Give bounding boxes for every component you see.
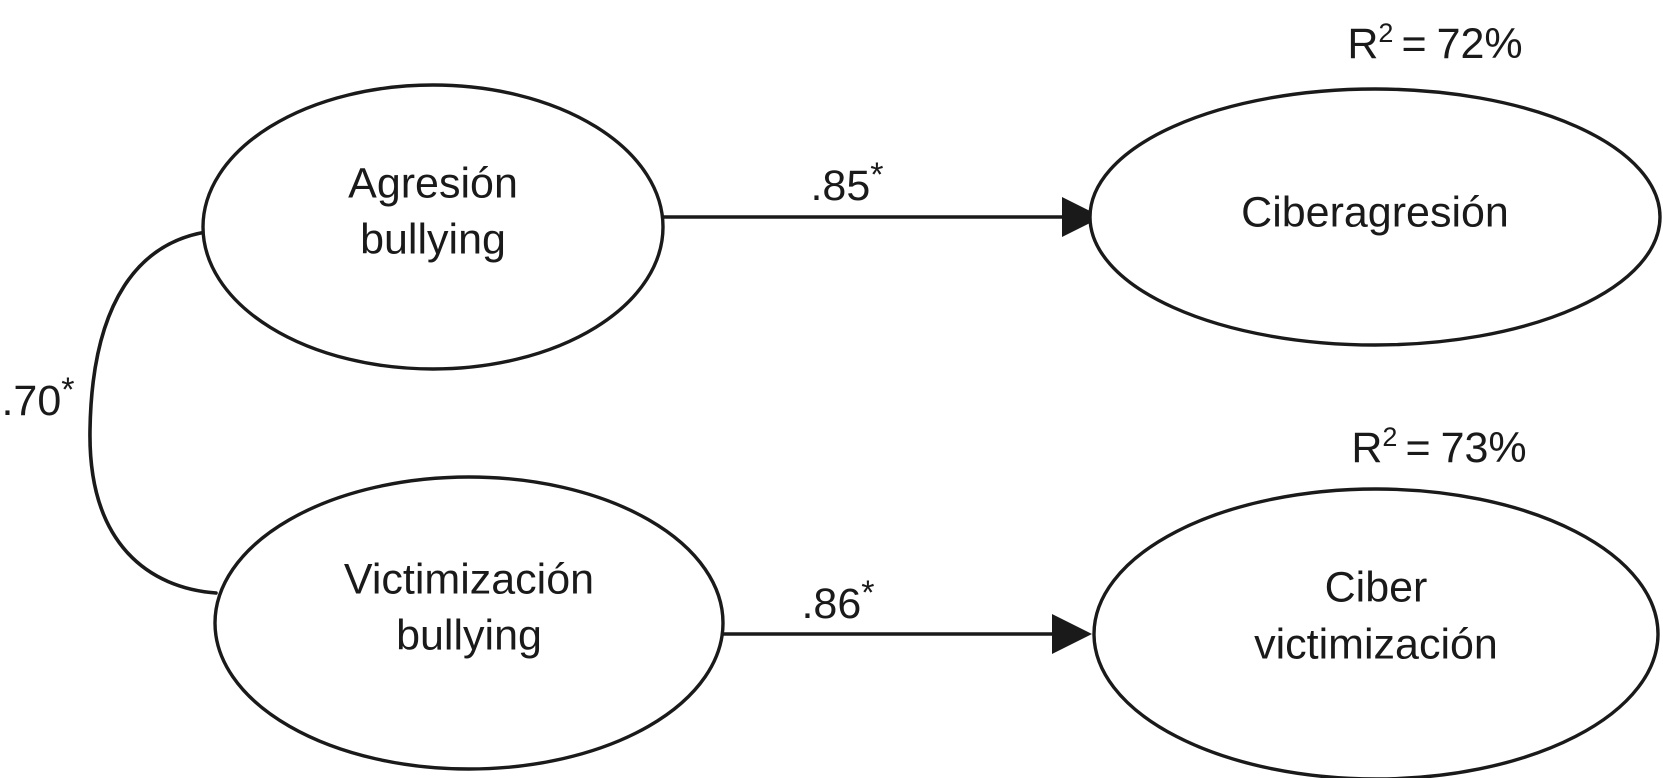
r2-symbol-ciberagresion: R bbox=[1347, 20, 1378, 68]
coefficient-label-agresion-to-ciberagresion: .85* bbox=[810, 156, 883, 210]
node-label-victimizacion-bullying-line1: Victimización bbox=[344, 555, 594, 603]
node-cibervictimizacion[interactable] bbox=[1092, 487, 1660, 778]
coefficient-label-correlation: .70* bbox=[1, 371, 74, 425]
r2-equals-cibervictimizacion: = bbox=[1405, 424, 1430, 472]
r2-value-ciberagresion: 72% bbox=[1437, 20, 1523, 68]
r2-label-ciberagresion: R2 =72% bbox=[1347, 18, 1522, 68]
correlation-arc-agresion-victimizacion bbox=[88, 230, 218, 595]
significance-star-070: * bbox=[61, 371, 74, 409]
significance-star-086: * bbox=[861, 574, 874, 612]
arrow-head-cibervictimizacion bbox=[1052, 614, 1092, 654]
node-label-agresion-bullying-line2: bullying bbox=[360, 215, 506, 263]
r2-exponent-ciberagresion: 2 bbox=[1378, 18, 1393, 48]
r2-exponent-cibervictimizacion: 2 bbox=[1382, 422, 1397, 452]
coefficient-label-victimizacion-to-cibervictimizacion: .86* bbox=[801, 574, 874, 628]
node-label-victimizacion-bullying-line2: bullying bbox=[396, 611, 542, 659]
r2-label-cibervictimizacion: R2 =73% bbox=[1351, 422, 1526, 472]
coefficient-value-085: .85 bbox=[810, 162, 870, 210]
arrow-head-ciberagresion bbox=[1062, 197, 1102, 237]
r2-value-cibervictimizacion: 73% bbox=[1441, 424, 1527, 472]
node-agresion-bullying[interactable] bbox=[201, 83, 665, 371]
node-label-ciberagresion: Ciberagresión bbox=[1241, 188, 1509, 236]
coefficient-value-086: .86 bbox=[801, 580, 861, 628]
r2-symbol-cibervictimizacion: R bbox=[1351, 424, 1382, 472]
r2-equals-ciberagresion: = bbox=[1401, 20, 1426, 68]
node-victimizacion-bullying[interactable] bbox=[213, 475, 725, 771]
node-ciberagresion[interactable] bbox=[1088, 87, 1662, 347]
significance-star-085: * bbox=[870, 156, 883, 194]
node-label-agresion-bullying-line1: Agresión bbox=[348, 159, 518, 207]
node-label-cibervictimizacion-line1: Ciber bbox=[1325, 563, 1428, 611]
coefficient-value-070: .70 bbox=[1, 377, 61, 425]
node-label-cibervictimizacion-line2: victimización bbox=[1254, 620, 1498, 668]
